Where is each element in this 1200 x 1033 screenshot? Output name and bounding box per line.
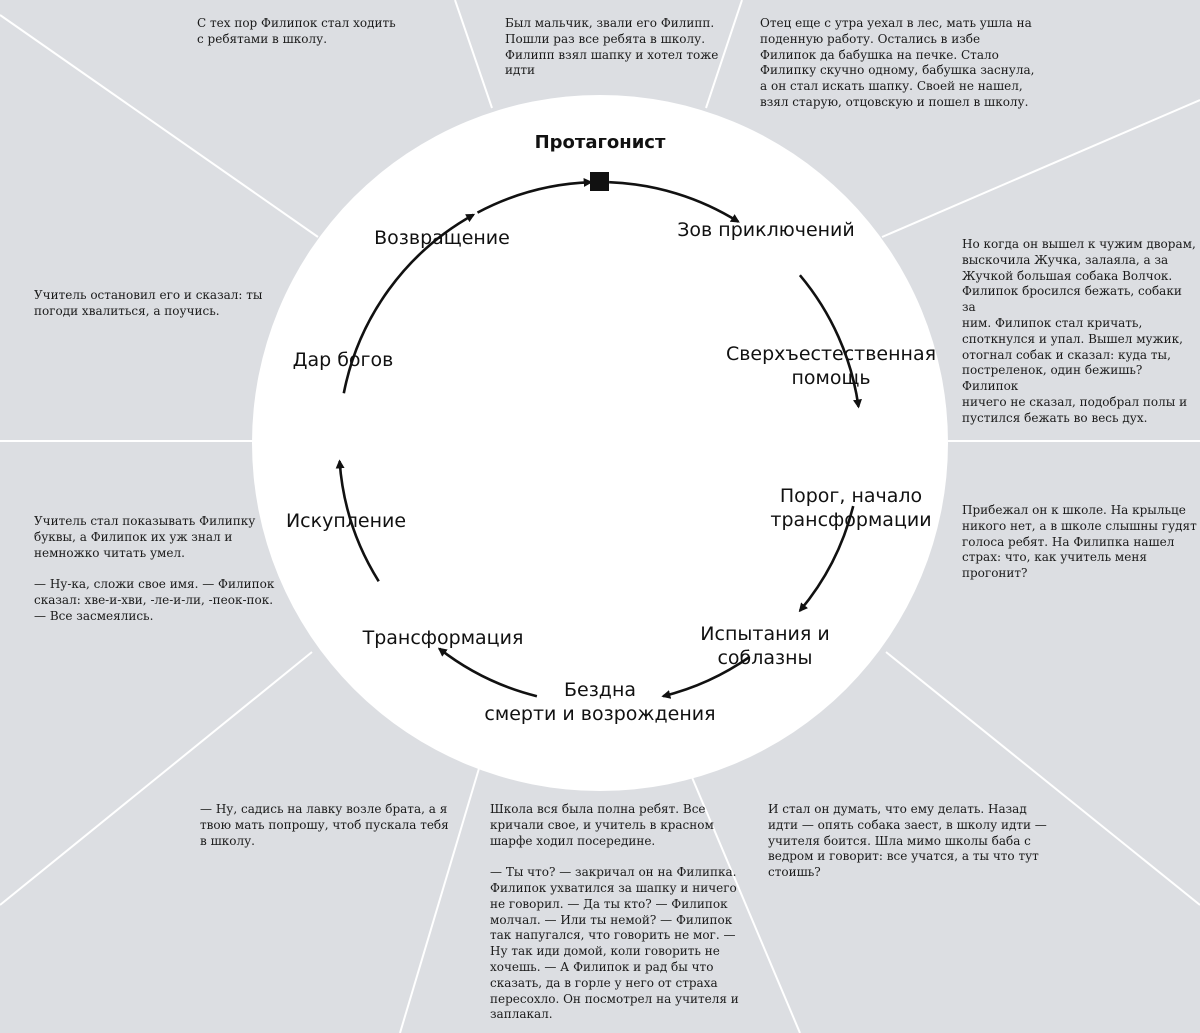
- protagonist-start-marker: [590, 172, 609, 191]
- divider-line: [454, 0, 493, 109]
- divider-line: [885, 651, 1200, 906]
- divider-line: [0, 14, 319, 238]
- note-left-upper: Учитель остановил его и сказал: ты погод…: [34, 288, 263, 318]
- note-top-right: Отец еще с утра уехал в лес, мать ушла н…: [760, 16, 1035, 109]
- journey-arrow: [798, 274, 862, 409]
- journey-arrow: [437, 647, 538, 698]
- story-circle: [252, 95, 948, 791]
- stage-trials: Испытания и соблазны: [700, 623, 830, 669]
- note-bottom-right: И стал он думать, что ему делать. Назад …: [768, 802, 1047, 880]
- note-bottom-left: — Ну, садись на лавку возле брата, а я т…: [200, 802, 449, 848]
- stage-return: Возвращение: [374, 227, 510, 249]
- journey-arrow: [476, 177, 593, 214]
- journey-arrow: [335, 459, 380, 582]
- stage-transformation: Трансформация: [362, 627, 524, 649]
- note-left-lower: Учитель стал показывать Филипку буквы, а…: [34, 514, 275, 623]
- note-right-lower: Прибежал он к школе. На крыльце никого н…: [962, 503, 1197, 581]
- note-top-center: Был мальчик, звали его Филипп. Пошли раз…: [505, 16, 719, 78]
- journey-arrow: [798, 505, 855, 613]
- divider-line: [0, 651, 313, 906]
- note-top-left: С тех пор Филипок стал ходить с ребятами…: [197, 16, 396, 46]
- diagram-title: Протагонист: [534, 132, 666, 153]
- stage-supernatural-aid: Сверхъестественная помощь: [725, 343, 937, 389]
- note-bottom-center: Школа вся была полна ребят. Все кричали …: [490, 802, 739, 1022]
- divider-line: [399, 764, 481, 1033]
- stage-atonement: Искупление: [285, 510, 407, 532]
- divider-line: [705, 0, 743, 109]
- journey-arrow: [661, 655, 751, 699]
- note-right-upper: Но когда он вышел к чужим дворам, выскоч…: [962, 237, 1196, 425]
- stage-call: Зов приключений: [677, 219, 855, 241]
- journey-arrow: [609, 180, 740, 223]
- journey-arrows: [335, 177, 862, 699]
- stage-threshold: Порог, начало трансформации: [770, 485, 932, 531]
- journey-arrow: [342, 213, 476, 394]
- stage-gift: Дар богов: [292, 349, 394, 371]
- divider-line: [881, 99, 1200, 238]
- stage-abyss: Бездна смерти и возрождения: [484, 679, 716, 725]
- divider-line: [690, 774, 801, 1033]
